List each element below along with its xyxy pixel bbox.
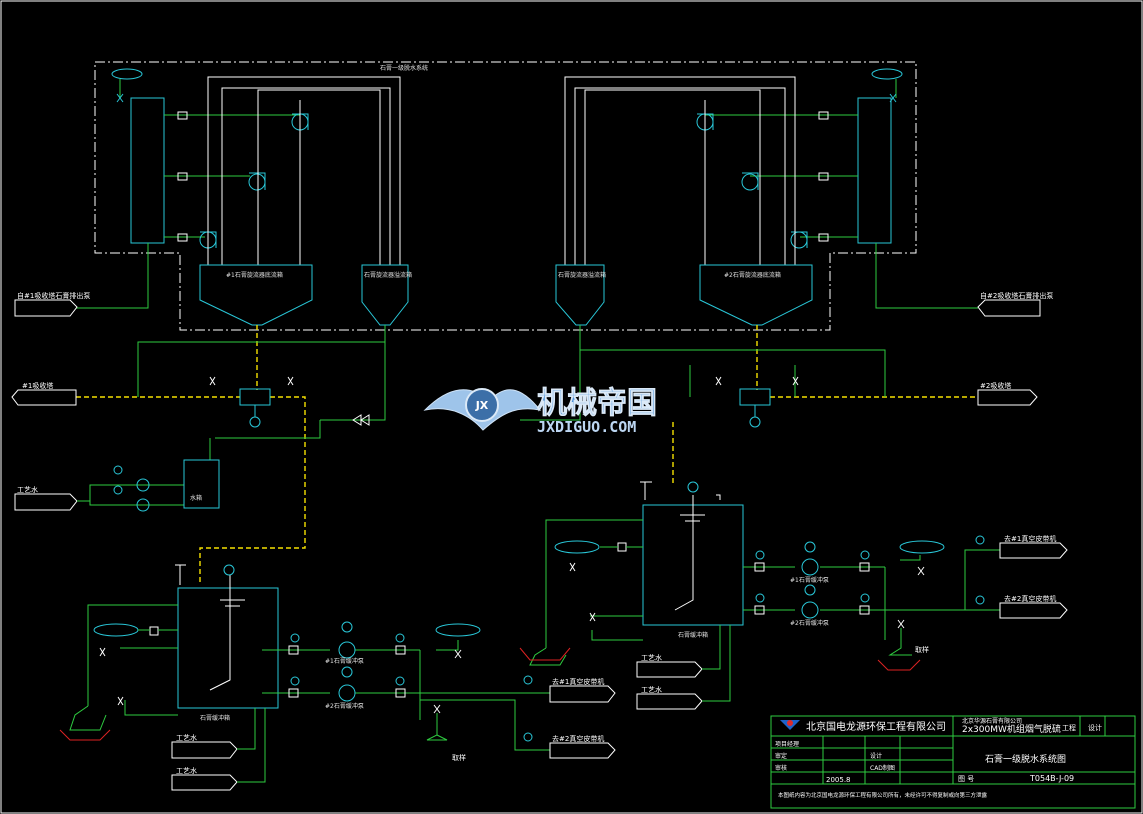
right-green-network (520, 325, 886, 421)
svg-text:图 号: 图 号 (958, 775, 974, 783)
tb-drawing-number: T054B-J-09 (1029, 774, 1074, 783)
left-process-water: 工艺水 工艺水 (171, 708, 266, 791)
right-cyclone-branches (696, 111, 858, 249)
svg-text:2005.8: 2005.8 (826, 776, 851, 784)
left-buffer-tank-instruments (59, 564, 186, 741)
right-buffer-tank-instruments (519, 519, 643, 666)
right-discharge: 取样 去#1真空皮带机 去#2真空皮带机 (877, 534, 1068, 671)
svg-text:石膏旋流器溢流箱: 石膏旋流器溢流箱 (558, 271, 606, 279)
svg-text:去#2真空皮带机: 去#2真空皮带机 (1004, 594, 1056, 603)
svg-text:石膏旋流器溢流箱: 石膏旋流器溢流箱 (364, 271, 412, 279)
svg-text:JXDIGUO.COM: JXDIGUO.COM (537, 418, 636, 436)
svg-text:审核: 审核 (775, 764, 787, 772)
left-vent-indicator (111, 68, 143, 80)
svg-text:JX: JX (475, 399, 489, 412)
svg-text:自#1吸收塔石膏排出泵: 自#1吸收塔石膏排出泵 (17, 291, 90, 300)
left-buffer-tank: 石膏缓冲箱 (177, 564, 279, 722)
svg-text:#1石膏旋流器底流箱: #1石膏旋流器底流箱 (226, 271, 283, 279)
overflow-pipes (207, 76, 796, 265)
right-slurry-line (672, 325, 978, 485)
left-discharge: 取样 去#1真空皮带机 去#2真空皮带机 (419, 623, 616, 762)
right-buffer-tank: 石膏缓冲箱 (640, 481, 744, 639)
title-block: 北京国电龙源环保工程有限公司 北京华源石膏有限公司 2x300MW机组烟气脱硫 … (770, 715, 1136, 809)
right-return-tag: #2吸收塔 (977, 381, 1038, 406)
svg-text:#2石膏旋流器底流箱: #2石膏旋流器底流箱 (724, 271, 781, 279)
check-valve-icon (352, 414, 370, 426)
tb-drawing-title: 石膏一级脱水系统图 (985, 753, 1066, 765)
svg-text:#2石膏缓冲泵: #2石膏缓冲泵 (325, 702, 364, 710)
svg-text:水箱: 水箱 (190, 494, 202, 502)
svg-text:自#2吸收塔石膏排出泵: 自#2吸收塔石膏排出泵 (980, 291, 1053, 300)
svg-text:#2石膏缓冲泵: #2石膏缓冲泵 (790, 619, 829, 627)
vent-valve-icon (116, 93, 897, 103)
right-underflow-hopper: 石膏旋流器溢流箱 #2石膏旋流器底流箱 (555, 264, 813, 326)
svg-text:石膏缓冲箱: 石膏缓冲箱 (200, 714, 230, 722)
svg-text:设计: 设计 (870, 752, 882, 760)
left-inlet-tag: 自#1吸收塔石膏排出泵 (14, 291, 90, 317)
left-slurry-line (76, 325, 306, 582)
svg-text:工程: 工程 (1062, 723, 1076, 732)
svg-text:取样: 取样 (452, 753, 466, 762)
svg-text:工艺水: 工艺水 (641, 685, 662, 694)
svg-text:石膏缓冲箱: 石膏缓冲箱 (678, 631, 708, 639)
svg-text:#1石膏缓冲泵: #1石膏缓冲泵 (325, 657, 364, 665)
watermark-logo: JX 机械帝国 JXDIGUO.COM (423, 386, 657, 436)
right-vent-indicator (871, 68, 903, 80)
svg-text:去#1真空皮带机: 去#1真空皮带机 (1004, 534, 1056, 543)
svg-text:2x300MW机组烟气脱硫: 2x300MW机组烟气脱硫 (962, 723, 1061, 735)
svg-text:#1吸收塔: #1吸收塔 (22, 381, 53, 390)
svg-text:去#1真空皮带机: 去#1真空皮带机 (552, 677, 604, 686)
right-process-water: 工艺水 工艺水 (636, 625, 731, 710)
svg-text:#1石膏缓冲泵: #1石膏缓冲泵 (790, 576, 829, 584)
svg-text:工艺水: 工艺水 (176, 733, 197, 742)
svg-text:CAD制图: CAD制图 (870, 764, 895, 772)
left-pumps: #1石膏缓冲泵 #2石膏缓冲泵 (262, 621, 420, 710)
svg-text:取样: 取样 (915, 645, 929, 654)
system-boundary (94, 61, 917, 331)
svg-text:机械帝国: 机械帝国 (537, 386, 657, 421)
right-cyclone-vessel (857, 97, 892, 244)
svg-text:本图纸内容为北京国电龙源环保工程有限公司所有，未经许可不得复: 本图纸内容为北京国电龙源环保工程有限公司所有，未经许可不得复制或向第三方泄露 (778, 791, 988, 799)
svg-text:项目经理: 项目经理 (775, 740, 799, 748)
svg-text:工艺水: 工艺水 (176, 766, 197, 775)
boundary-label: 石膏一级脱水系统 (380, 64, 428, 72)
svg-text:#2吸收塔: #2吸收塔 (980, 381, 1011, 390)
svg-text:北京华源石膏有限公司: 北京华源石膏有限公司 (962, 717, 1022, 725)
svg-text:工艺水: 工艺水 (17, 485, 38, 494)
left-green-network (137, 325, 386, 460)
svg-text:工艺水: 工艺水 (641, 653, 662, 662)
left-return-tag: #1吸收塔 (11, 381, 77, 406)
right-inlet-tag: 自#2吸收塔石膏排出泵 (977, 291, 1053, 317)
tb-company: 北京国电龙源环保工程有限公司 (806, 720, 946, 733)
right-pumps: #1石膏缓冲泵 #2石膏缓冲泵 (743, 541, 885, 627)
left-underflow-hopper: #1石膏旋流器底流箱 石膏旋流器溢流箱 (199, 264, 412, 326)
filtrate-water-feed: 工艺水 水箱 (14, 459, 220, 512)
manual-valves-icon (209, 376, 799, 386)
svg-text:去#2真空皮带机: 去#2真空皮带机 (552, 734, 604, 743)
svg-text:审定: 审定 (775, 752, 787, 760)
svg-text:设计: 设计 (1088, 723, 1102, 732)
